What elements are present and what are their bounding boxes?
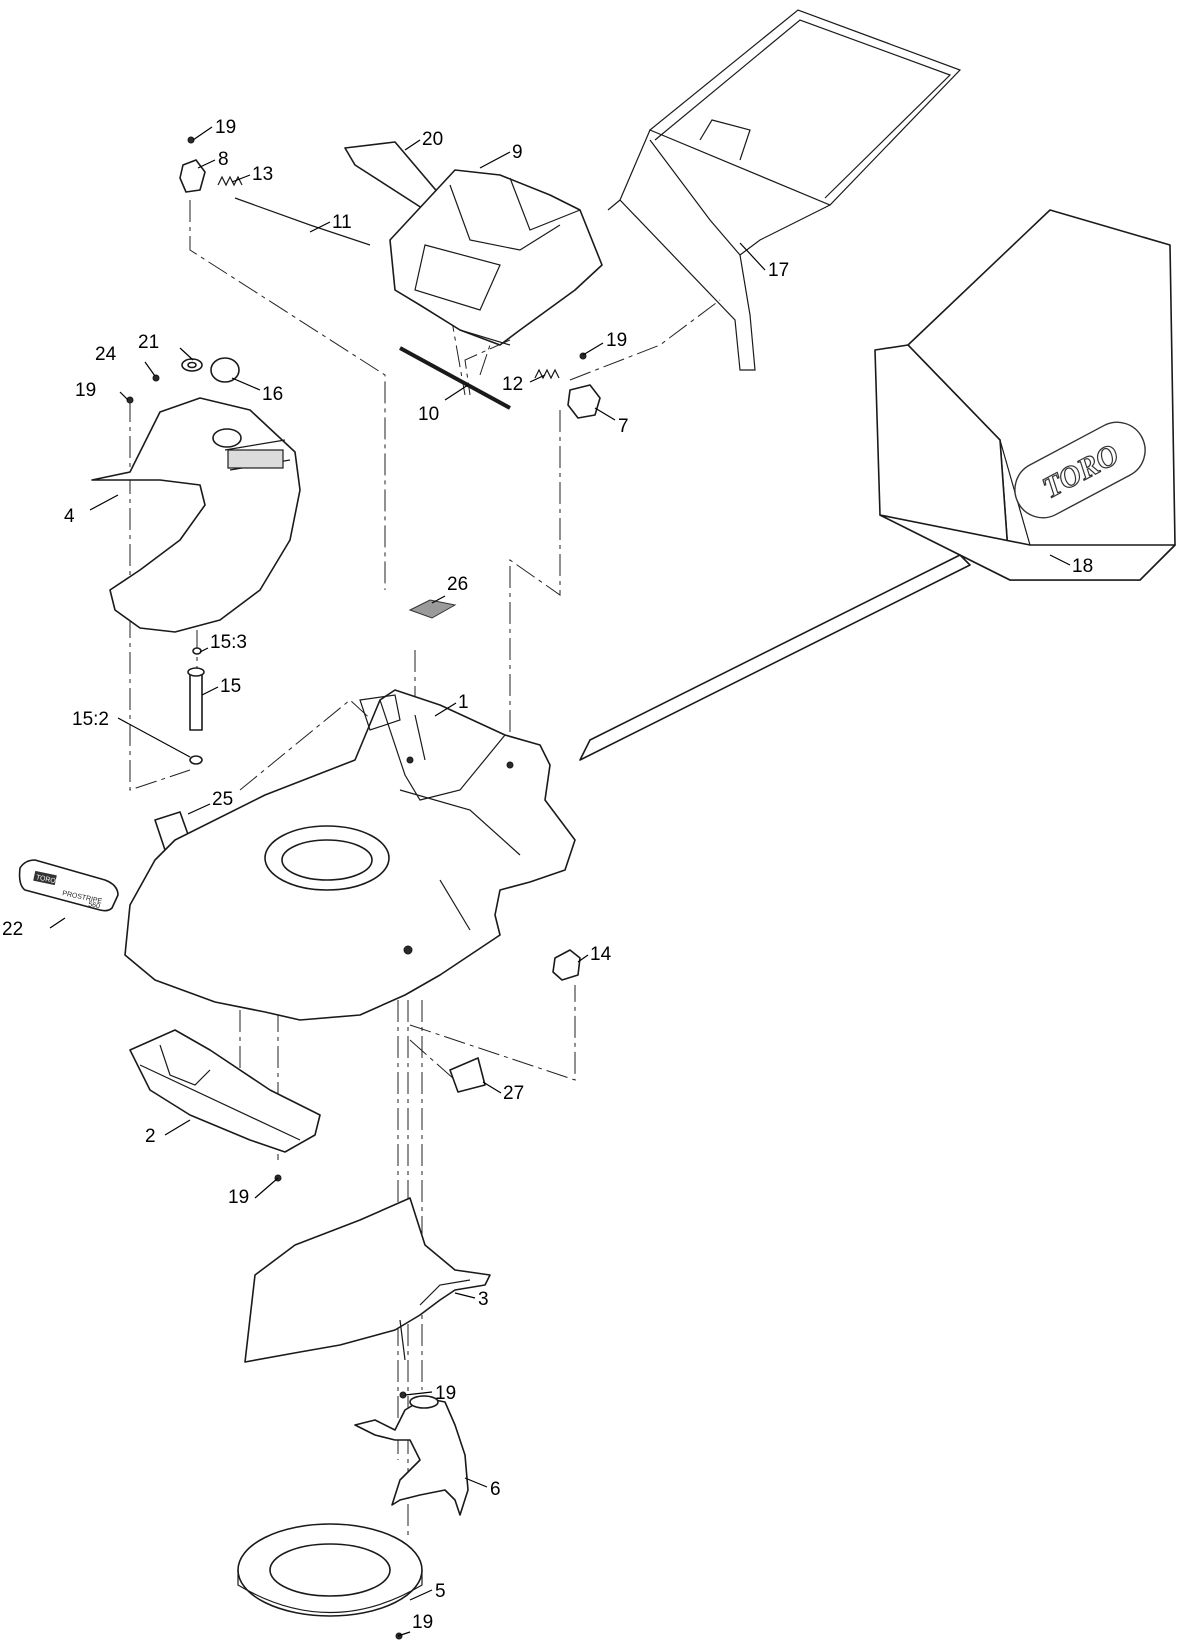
callout-6: 6	[490, 1479, 501, 1500]
callout-3: 3	[478, 1289, 489, 1310]
callout-5: 5	[435, 1581, 446, 1602]
callout-12: 12	[502, 374, 523, 395]
callout-19: 19	[228, 1187, 249, 1208]
part-26-decal	[408, 599, 457, 619]
callout-14: 14	[590, 944, 612, 965]
callout-19: 19	[215, 117, 236, 138]
callout-19: 19	[75, 380, 96, 401]
callout-16: 16	[262, 384, 283, 405]
callout-27: 27	[503, 1083, 524, 1104]
part-4-discharge-cover	[91, 397, 301, 633]
callout-4: 4	[64, 506, 75, 527]
part-21-washer	[181, 358, 203, 372]
decal-brand-text: TORO	[35, 874, 57, 885]
part-15-3-washer	[192, 647, 202, 655]
part-12-spring	[534, 368, 560, 380]
callout-15-3: 15:3	[210, 632, 247, 653]
part-6-chute	[354, 1395, 469, 1516]
part-3-baffle	[244, 1197, 491, 1399]
callout-1: 1	[458, 692, 469, 713]
callout-18: 18	[1072, 556, 1093, 577]
callout-19: 19	[606, 330, 627, 351]
part-14-latch	[552, 949, 581, 981]
callout-17: 17	[768, 260, 789, 281]
part-9-rear-cover	[389, 169, 603, 346]
callout-20: 20	[422, 129, 443, 150]
part-27-decal	[449, 1057, 486, 1093]
callout-15-2: 15:2	[72, 709, 109, 730]
callout-7: 7	[618, 416, 629, 437]
callout-numbers: 19 8 13 11 20 9 17 19 12 10 7 21 24 19 1…	[2, 117, 1093, 1633]
part-7-bracket	[567, 352, 601, 419]
part-5-ring	[237, 1523, 423, 1617]
callout-10: 10	[418, 404, 439, 425]
part-22-front-decal: PROSTRIPE 560 TORO	[18, 859, 119, 912]
bag-strip	[579, 554, 971, 761]
callout-15: 15	[220, 676, 241, 697]
callout-21: 21	[138, 332, 159, 353]
part-18-grass-bag: TORO	[874, 209, 1176, 581]
callout-26: 26	[447, 574, 468, 595]
part-11-cable	[234, 197, 371, 246]
part-15-2-washer	[189, 755, 203, 765]
part-13-spring	[217, 175, 243, 187]
part-8-bracket	[179, 136, 206, 193]
part-16-plug	[210, 357, 240, 383]
part-2-front-bumper	[129, 1029, 321, 1182]
decal-sub-text: 560	[88, 901, 101, 910]
callout-25: 25	[212, 789, 233, 810]
callout-13: 13	[252, 164, 273, 185]
callout-8: 8	[218, 149, 229, 170]
callout-19: 19	[412, 1612, 433, 1633]
callout-2: 2	[145, 1126, 156, 1147]
part-10-rod	[399, 346, 511, 410]
callout-19: 19	[435, 1383, 456, 1404]
callout-11: 11	[332, 212, 352, 233]
part-15-axle	[187, 667, 205, 731]
part-24-screw	[152, 374, 160, 382]
callout-9: 9	[512, 142, 523, 163]
part-17-bag-frame	[607, 9, 962, 371]
leader-lines	[49, 126, 1071, 1637]
callout-22: 22	[2, 919, 23, 940]
part-1-deck	[124, 689, 576, 1021]
callout-24: 24	[95, 344, 117, 365]
part-20-decal	[344, 141, 441, 211]
